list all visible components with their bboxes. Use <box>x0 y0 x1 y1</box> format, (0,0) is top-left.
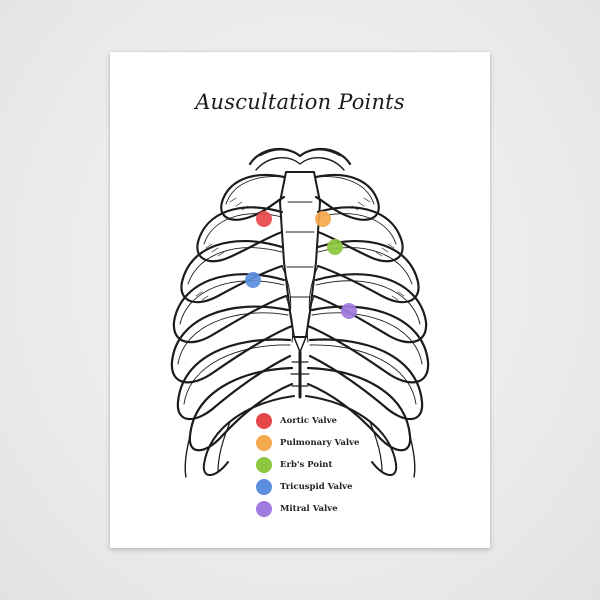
legend-item-pulmonary: Pulmonary Valve <box>256 432 416 454</box>
legend-swatch <box>256 457 272 473</box>
legend-swatch <box>256 413 272 429</box>
tricuspid-point-marker <box>245 272 261 288</box>
legend-swatch <box>256 435 272 451</box>
poster-title: Auscultation Points <box>195 90 405 114</box>
legend-label: Erb's Point <box>280 460 333 470</box>
legend-item-tricuspid: Tricuspid Valve <box>256 476 416 498</box>
legend: Aortic Valve Pulmonary Valve Erb's Point… <box>256 410 416 520</box>
legend-swatch <box>256 479 272 495</box>
legend-item-aortic: Aortic Valve <box>256 410 416 432</box>
legend-swatch <box>256 501 272 517</box>
pulmonary-point-marker <box>315 211 331 227</box>
legend-item-mitral: Mitral Valve <box>256 498 416 520</box>
legend-label: Mitral Valve <box>280 504 338 514</box>
aortic-point-marker <box>256 211 272 227</box>
ribcage-illustration <box>170 147 430 478</box>
legend-label: Aortic Valve <box>280 416 337 426</box>
legend-label: Tricuspid Valve <box>280 482 353 492</box>
legend-item-erbs: Erb's Point <box>256 454 416 476</box>
mitral-point-marker <box>341 303 357 319</box>
poster-sheet <box>110 52 490 548</box>
erbs-point-marker <box>327 239 343 255</box>
legend-label: Pulmonary Valve <box>280 438 360 448</box>
